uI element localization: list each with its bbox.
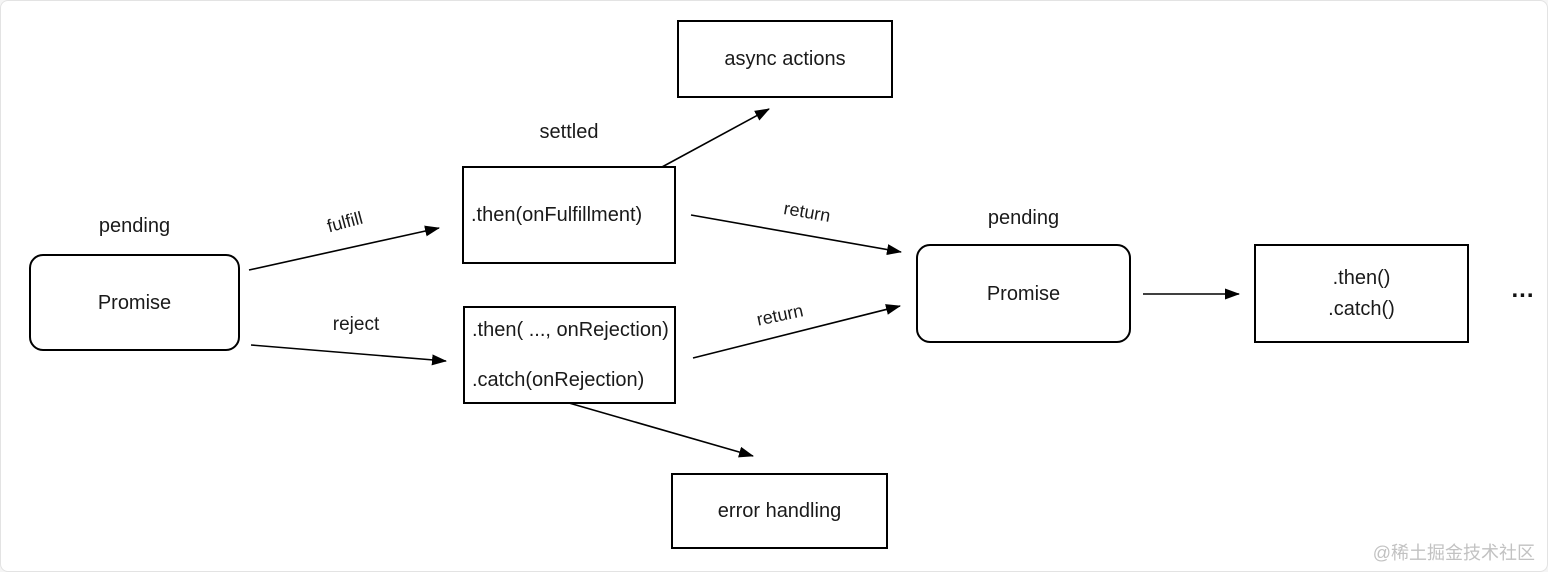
promise1-label: Promise xyxy=(97,291,172,314)
then-catch-line2: .catch() xyxy=(1328,298,1395,320)
async-actions-label: async actions xyxy=(724,48,846,70)
node-then-fulfillment: .then(onFulfillment) xyxy=(462,166,676,264)
node-promise-2: Promise xyxy=(916,244,1131,343)
edge-label-return-bottom: return xyxy=(740,297,820,334)
arrow-reject xyxy=(250,344,447,366)
arrow-fulfill xyxy=(248,225,440,271)
promise2-label: Promise xyxy=(986,282,1061,305)
promise1-state-label: pending xyxy=(98,215,171,237)
arrow-to-error-handling xyxy=(568,402,754,458)
then-fulfillment-state-label: settled xyxy=(539,121,599,143)
then-fulfillment-label: .then(onFulfillment) xyxy=(471,204,643,226)
arrow-to-async-actions xyxy=(661,108,770,168)
continuation-ellipsis: ... xyxy=(1511,276,1535,303)
node-error-handling: error handling xyxy=(671,473,888,549)
then-catch-line1: .then() xyxy=(1332,267,1391,289)
error-handling-label: error handling xyxy=(717,500,842,522)
node-promise-1: Promise xyxy=(29,254,240,351)
edge-label-fulfill: fulfill xyxy=(304,202,386,243)
node-async-actions: async actions xyxy=(677,20,893,98)
then-rejection-line1: .then( ..., onRejection) xyxy=(472,319,669,341)
promise2-state-label: pending xyxy=(987,207,1060,229)
then-rejection-line2: .catch(onRejection) xyxy=(472,369,645,391)
edge-label-return-top: return xyxy=(767,195,847,230)
node-then-rejection: .then( ..., onRejection) .catch(onReject… xyxy=(463,306,676,404)
watermark: @稀土掘金技术社区 xyxy=(1372,543,1535,563)
edge-label-reject: reject xyxy=(313,314,399,336)
node-then-catch: .then() .catch() xyxy=(1254,244,1469,343)
